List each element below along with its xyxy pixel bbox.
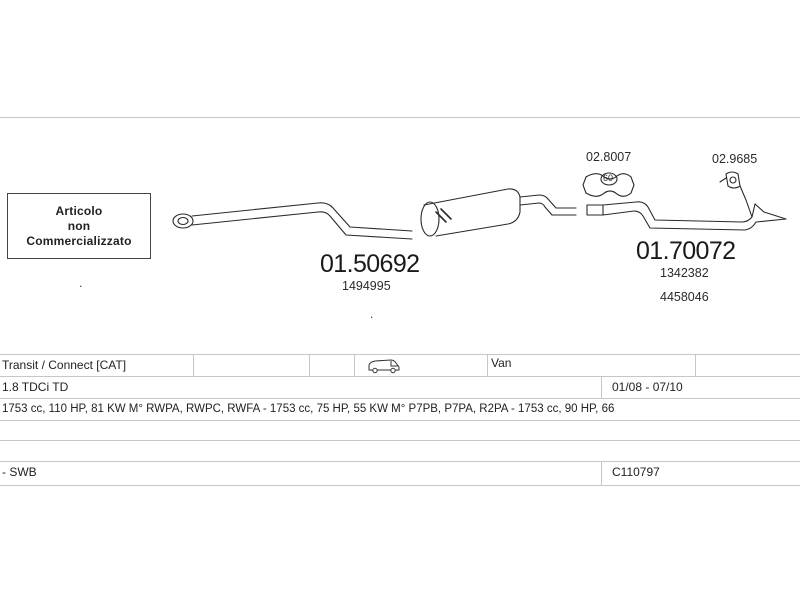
table-row-line <box>0 376 800 377</box>
table-col-divider <box>309 354 310 376</box>
marker-dot: . <box>370 307 374 321</box>
rear-pipe <box>586 185 787 231</box>
hanger-code[interactable]: 02.9685 <box>712 152 758 166</box>
table-col-divider <box>601 376 602 398</box>
middle-silencer <box>420 188 521 237</box>
exhaust-diagram <box>172 171 787 240</box>
clamp-code[interactable]: 02.8007 <box>586 150 632 164</box>
production-period: 01/08 - 07/10 <box>612 380 683 394</box>
front-pipe-oem: 1494995 <box>342 279 391 293</box>
wheelbase: - SWB <box>2 465 37 479</box>
table-bottom-line <box>0 485 800 486</box>
not-sold-box: Articolo non Commercializzato <box>7 193 151 259</box>
marker-dot: . <box>79 276 83 290</box>
table-col-divider <box>354 354 355 376</box>
table-row-line <box>0 398 800 399</box>
engine-specs: 1753 cc, 110 HP, 81 KW M° RWPA, RWPC, RW… <box>2 403 615 415</box>
vehicle-model: Transit / Connect [CAT] <box>2 358 127 372</box>
rear-pipe-oem-2: 4458046 <box>660 290 709 304</box>
table-col-divider <box>695 354 696 376</box>
catalog-code: C110797 <box>612 465 660 479</box>
front-flange <box>172 213 194 229</box>
table-top-line <box>0 354 800 355</box>
hanger-icon <box>719 171 741 189</box>
body-type: Van <box>491 356 512 370</box>
table-row-line <box>0 440 800 441</box>
rear-pipe-oem-1: 1342382 <box>660 266 709 280</box>
front-pipe-code[interactable]: 01.50692 <box>320 250 420 278</box>
table-row-line <box>0 420 800 421</box>
table-col-divider <box>193 354 194 376</box>
table-col-divider <box>487 354 488 376</box>
clamp-icon <box>582 172 635 197</box>
front-pipe-tail <box>519 194 577 216</box>
rear-pipe-code[interactable]: 01.70072 <box>636 237 736 265</box>
top-divider <box>0 117 800 118</box>
table-row-line <box>0 461 800 462</box>
front-pipe <box>191 202 413 240</box>
engine: 1.8 TDCi TD <box>2 380 69 394</box>
not-sold-label: Articolo non Commercializzato <box>26 203 132 248</box>
table-col-divider <box>601 461 602 485</box>
van-icon <box>368 359 400 374</box>
clamp-size: 60 <box>603 173 614 183</box>
